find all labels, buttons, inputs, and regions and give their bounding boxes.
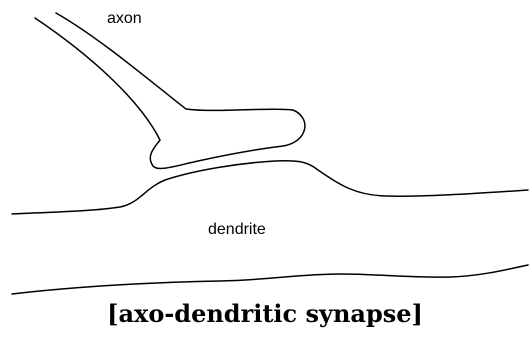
axon-outline — [35, 13, 305, 169]
dendrite-upper-membrane — [12, 161, 528, 214]
diagram-caption: [axo-dendritic synapse] — [0, 300, 530, 329]
dendrite-lower-membrane — [12, 265, 528, 294]
dendrite-label: dendrite — [208, 222, 266, 238]
synapse-diagram — [0, 0, 530, 300]
axon-label: axon — [107, 11, 142, 27]
